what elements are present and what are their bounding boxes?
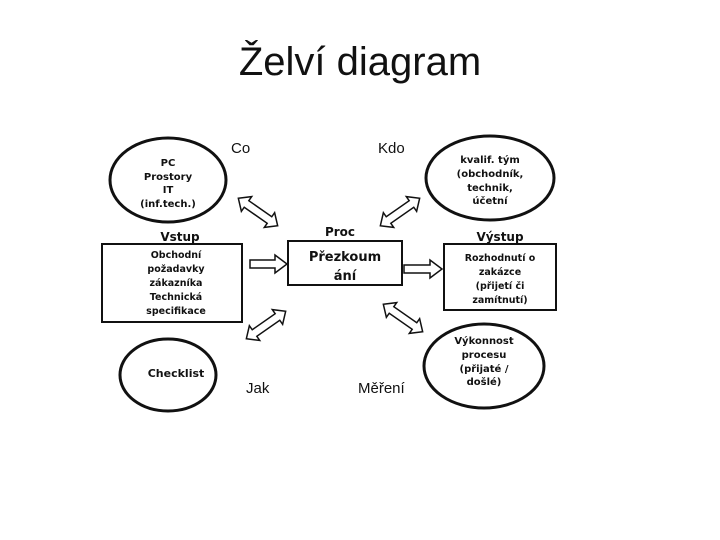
resources-line: Prostory — [144, 172, 193, 183]
methods-node: Checklist — [118, 337, 218, 413]
people-line: kvalif. tým — [460, 154, 520, 166]
label-kdo: Kdo — [378, 140, 405, 157]
input-line: specifikace — [146, 306, 206, 317]
output-header: Výstup — [476, 230, 524, 244]
performance-line: (přijaté / — [460, 363, 509, 375]
output-line: Rozhodnutí o — [465, 253, 536, 264]
performance-line: došlé) — [467, 376, 502, 388]
performance-line: Výkonnost — [454, 335, 514, 347]
label-mereni: Měření — [358, 380, 405, 397]
process-box: Přezkoum ání — [287, 240, 403, 286]
output-line: (přijetí či — [476, 281, 525, 292]
methods-line: Checklist — [148, 367, 205, 380]
arrow-input-process — [249, 253, 289, 275]
performance-node: Výkonnost procesu (přijaté / došlé) — [422, 322, 546, 410]
output-line: zakázce — [479, 267, 521, 278]
performance-line: procesu — [462, 350, 507, 361]
resources-line: IT — [163, 185, 174, 196]
input-line: Technická — [150, 292, 202, 303]
input-line: Obchodní — [151, 250, 202, 261]
people-line: (obchodník, — [457, 168, 524, 180]
resources-line: PC — [161, 158, 176, 169]
arrow-resources-process — [237, 195, 279, 229]
process-line: ání — [334, 269, 358, 284]
people-line: technik, — [467, 183, 513, 194]
arrow-process-output — [403, 258, 444, 280]
label-jak: Jak — [246, 380, 270, 397]
input-header: Vstup — [160, 230, 200, 244]
output-line: zamítnutí) — [472, 295, 527, 306]
people-node: kvalif. tým (obchodník, technik, účetní — [424, 134, 556, 222]
slide-title: Želví diagram — [238, 40, 482, 84]
arrow-performance-process — [382, 301, 424, 335]
input-line: požadavky — [147, 264, 205, 275]
process-header: Proc — [325, 225, 355, 239]
input-box: Obchodní požadavky zákazníka Technická s… — [101, 243, 243, 323]
arrow-people-process — [379, 195, 421, 229]
arrow-methods-process — [245, 308, 287, 342]
process-line: Přezkoum — [309, 250, 381, 265]
output-box: Rozhodnutí o zakázce (přijetí či zamítnu… — [443, 243, 557, 311]
input-line: zákazníka — [150, 278, 203, 289]
label-co: Co — [231, 140, 251, 157]
people-line: účetní — [472, 195, 508, 207]
resources-node: PC Prostory IT (inf.tech.) — [108, 136, 228, 224]
resources-line: (inf.tech.) — [140, 199, 196, 210]
